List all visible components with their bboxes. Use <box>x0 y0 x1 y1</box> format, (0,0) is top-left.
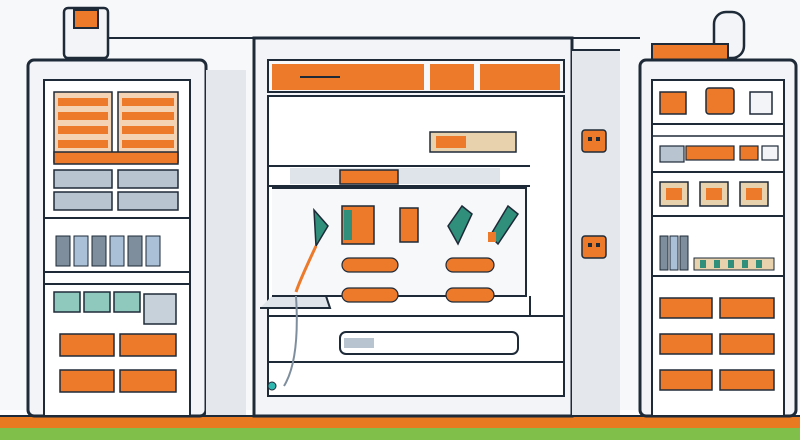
left-rack-modules <box>53 291 177 325</box>
left-rack-drive-bays <box>53 169 179 211</box>
floor-orange-strip <box>0 416 800 428</box>
power-socket-icon <box>581 235 607 259</box>
right-storage-rack-icon <box>638 58 798 418</box>
right-rack-boxes <box>659 181 769 207</box>
left-server-rack-icon <box>26 58 246 418</box>
center-control-panel-icon <box>252 36 620 418</box>
left-rack-trays <box>53 91 179 165</box>
power-socket-icon <box>581 129 607 153</box>
right-rack-cartridges <box>659 145 779 163</box>
tool-set <box>294 204 520 293</box>
left-rack-drawers <box>59 333 177 393</box>
left-rack-bottles <box>55 235 161 267</box>
right-rack-bottles <box>659 235 775 271</box>
right-rack-drawers <box>659 297 775 391</box>
right-rack-top-shelf <box>659 87 773 115</box>
center-handle <box>339 331 519 355</box>
left-pipe-band <box>73 9 99 29</box>
cable-plug-icon <box>267 381 277 391</box>
center-drawer-tab <box>339 169 399 185</box>
panel-indicators <box>341 257 495 303</box>
right-cabinet-top-block <box>651 43 729 61</box>
